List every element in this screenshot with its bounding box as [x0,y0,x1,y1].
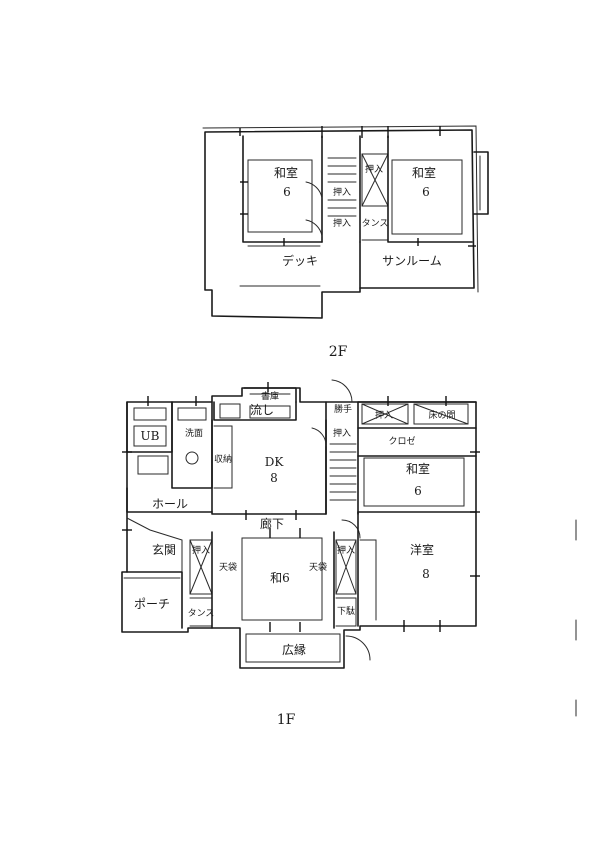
room-label-oshiire-mid: 押入 [333,427,351,439]
room-label-genkan: 玄関 [152,542,176,557]
room-label-tansu-1f: タンス [188,608,215,619]
room-label-tosho: 書庫 [261,390,279,402]
first-floor-plan: 書庫 勝手 押入 床の間 クロゼ UB 洗面 流し DK 8 収納 押入 和室 … [121,379,480,728]
room-label-rouka: 廊下 [260,516,284,531]
room-size-washitsu-left: 6 [283,185,291,199]
room-label-hall: ホール [152,497,188,511]
room-size-washitsu-right: 6 [422,185,430,199]
room-label-oshiire-top: 押入 [375,409,393,421]
floor-label-2f: 2F [329,344,348,360]
room-label-geta: 下駄 [337,605,355,617]
room-label-oshiire-lower: 押入 [333,217,351,229]
room-size-yoshitsu: 8 [422,567,430,581]
room-label-washitsu-main: 和6 [270,571,290,585]
room-label-engawa: 広縁 [282,642,306,657]
room-label-tansu-2f: タンス [362,218,389,229]
room-label-washitsu-right: 和室 [412,165,436,180]
room-label-ub: UB [141,429,160,443]
room-label-tenbukuro-left: 天袋 [219,561,237,573]
room-label-oshiire-right: 押入 [365,163,383,175]
room-label-sunroom: サンルーム [382,254,442,268]
room-label-nagashi: 流し [250,403,274,417]
room-label-porch: ポーチ [134,597,170,611]
room-label-closet: クロゼ [388,435,415,447]
room-label-oshiire-right: 押入 [337,544,355,556]
second-floor-plan: 和室 6 押入 押入 押入 タンス 和室 6 デッキ サンルーム 2F [202,125,489,360]
room-size-washitsu-small: 6 [414,484,422,498]
floor-label-1f: 1F [277,712,296,728]
first-floor-wall-ticks [122,382,480,632]
room-label-senmen: 洗面 [185,427,203,439]
room-label-deck: デッキ [282,253,318,268]
room-label-shuno: 収納 [214,453,232,465]
room-label-washitsu-left: 和室 [274,165,298,180]
room-label-oshiire-genkan: 押入 [192,544,210,556]
room-label-tenbukuro-right: 天袋 [309,561,327,573]
room-label-oshiire-upper: 押入 [333,186,351,198]
room-label-tokonoma: 床の間 [428,409,455,421]
room-label-dk: DK [265,455,285,469]
second-floor-wall-ticks [239,126,476,247]
room-size-dk: 8 [270,471,278,485]
room-label-yoshitsu: 洋室 [410,542,434,557]
room-label-washitsu-small: 和室 [406,461,430,476]
room-label-katte: 勝手 [334,403,352,415]
